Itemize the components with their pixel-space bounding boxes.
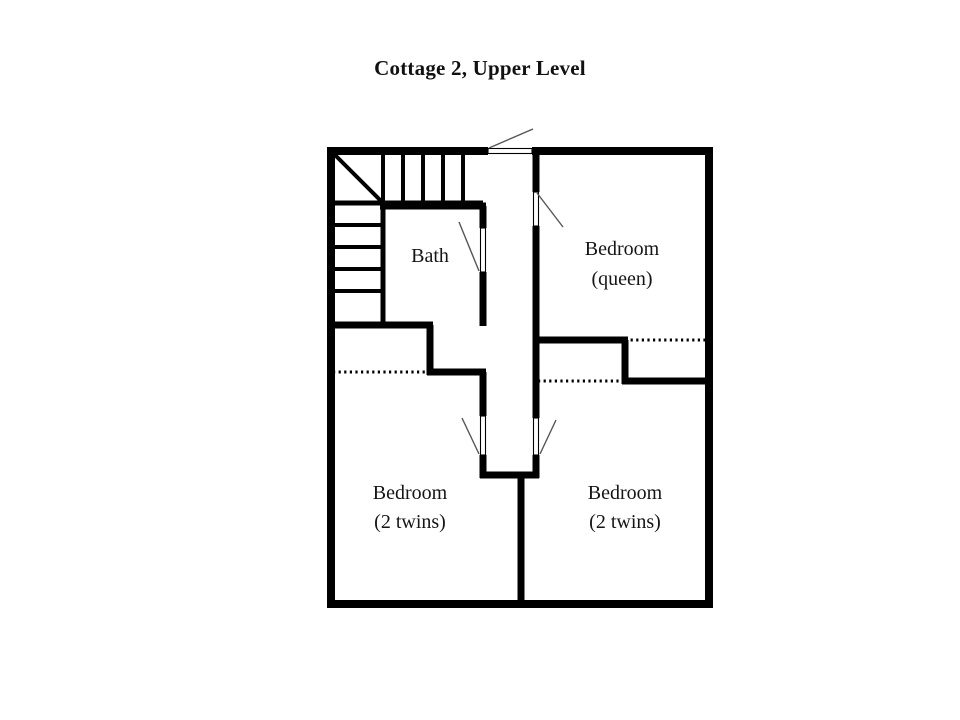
stair-landing-diagonal (329, 149, 385, 205)
room-label-bath: Bath (411, 245, 449, 267)
room-label-bedroom-queen-line2: (queen) (591, 268, 652, 290)
queen-door-swing-arc (536, 192, 564, 228)
knee-wall-dotted-lines (333, 338, 709, 383)
room-label-bedroom-twins-right-line1: Bedroom (588, 482, 663, 504)
bath-door[interactable] (458, 221, 487, 273)
hallway-walls (479, 151, 540, 608)
queen-bedroom-door[interactable] (532, 191, 564, 228)
page-title: Cottage 2, Upper Level (374, 56, 586, 80)
room-label-bedroom-twins-left-line2: (2 twins) (374, 511, 446, 533)
right-twin-bedroom-door[interactable] (532, 417, 557, 456)
right-twin-door-leaf (532, 417, 540, 456)
room-label-bedroom-queen-line1: Bedroom (585, 238, 660, 260)
room-labels: Bath Bedroom (queen) Bedroom (2 twins) B… (373, 238, 663, 533)
right-twin-door-swing-arc (539, 419, 557, 455)
bath-room-walls (331, 202, 487, 376)
left-twin-door-leaf (479, 415, 487, 456)
bath-door-swing-arc (458, 221, 480, 272)
staircase (329, 149, 483, 328)
entry-door-leaf (487, 147, 533, 155)
entry-door[interactable] (487, 128, 534, 155)
bath-door-leaf (479, 227, 487, 273)
room-label-bedroom-twins-right-line2: (2 twins) (589, 511, 661, 533)
entry-door-swing-arc (488, 128, 534, 149)
left-twin-door-swing-arc (461, 417, 480, 455)
queen-door-leaf (532, 191, 540, 227)
left-twin-bedroom-door[interactable] (461, 415, 487, 456)
queen-bedroom-step-walls (533, 336, 712, 385)
room-label-bedroom-twins-left-line1: Bedroom (373, 482, 448, 504)
